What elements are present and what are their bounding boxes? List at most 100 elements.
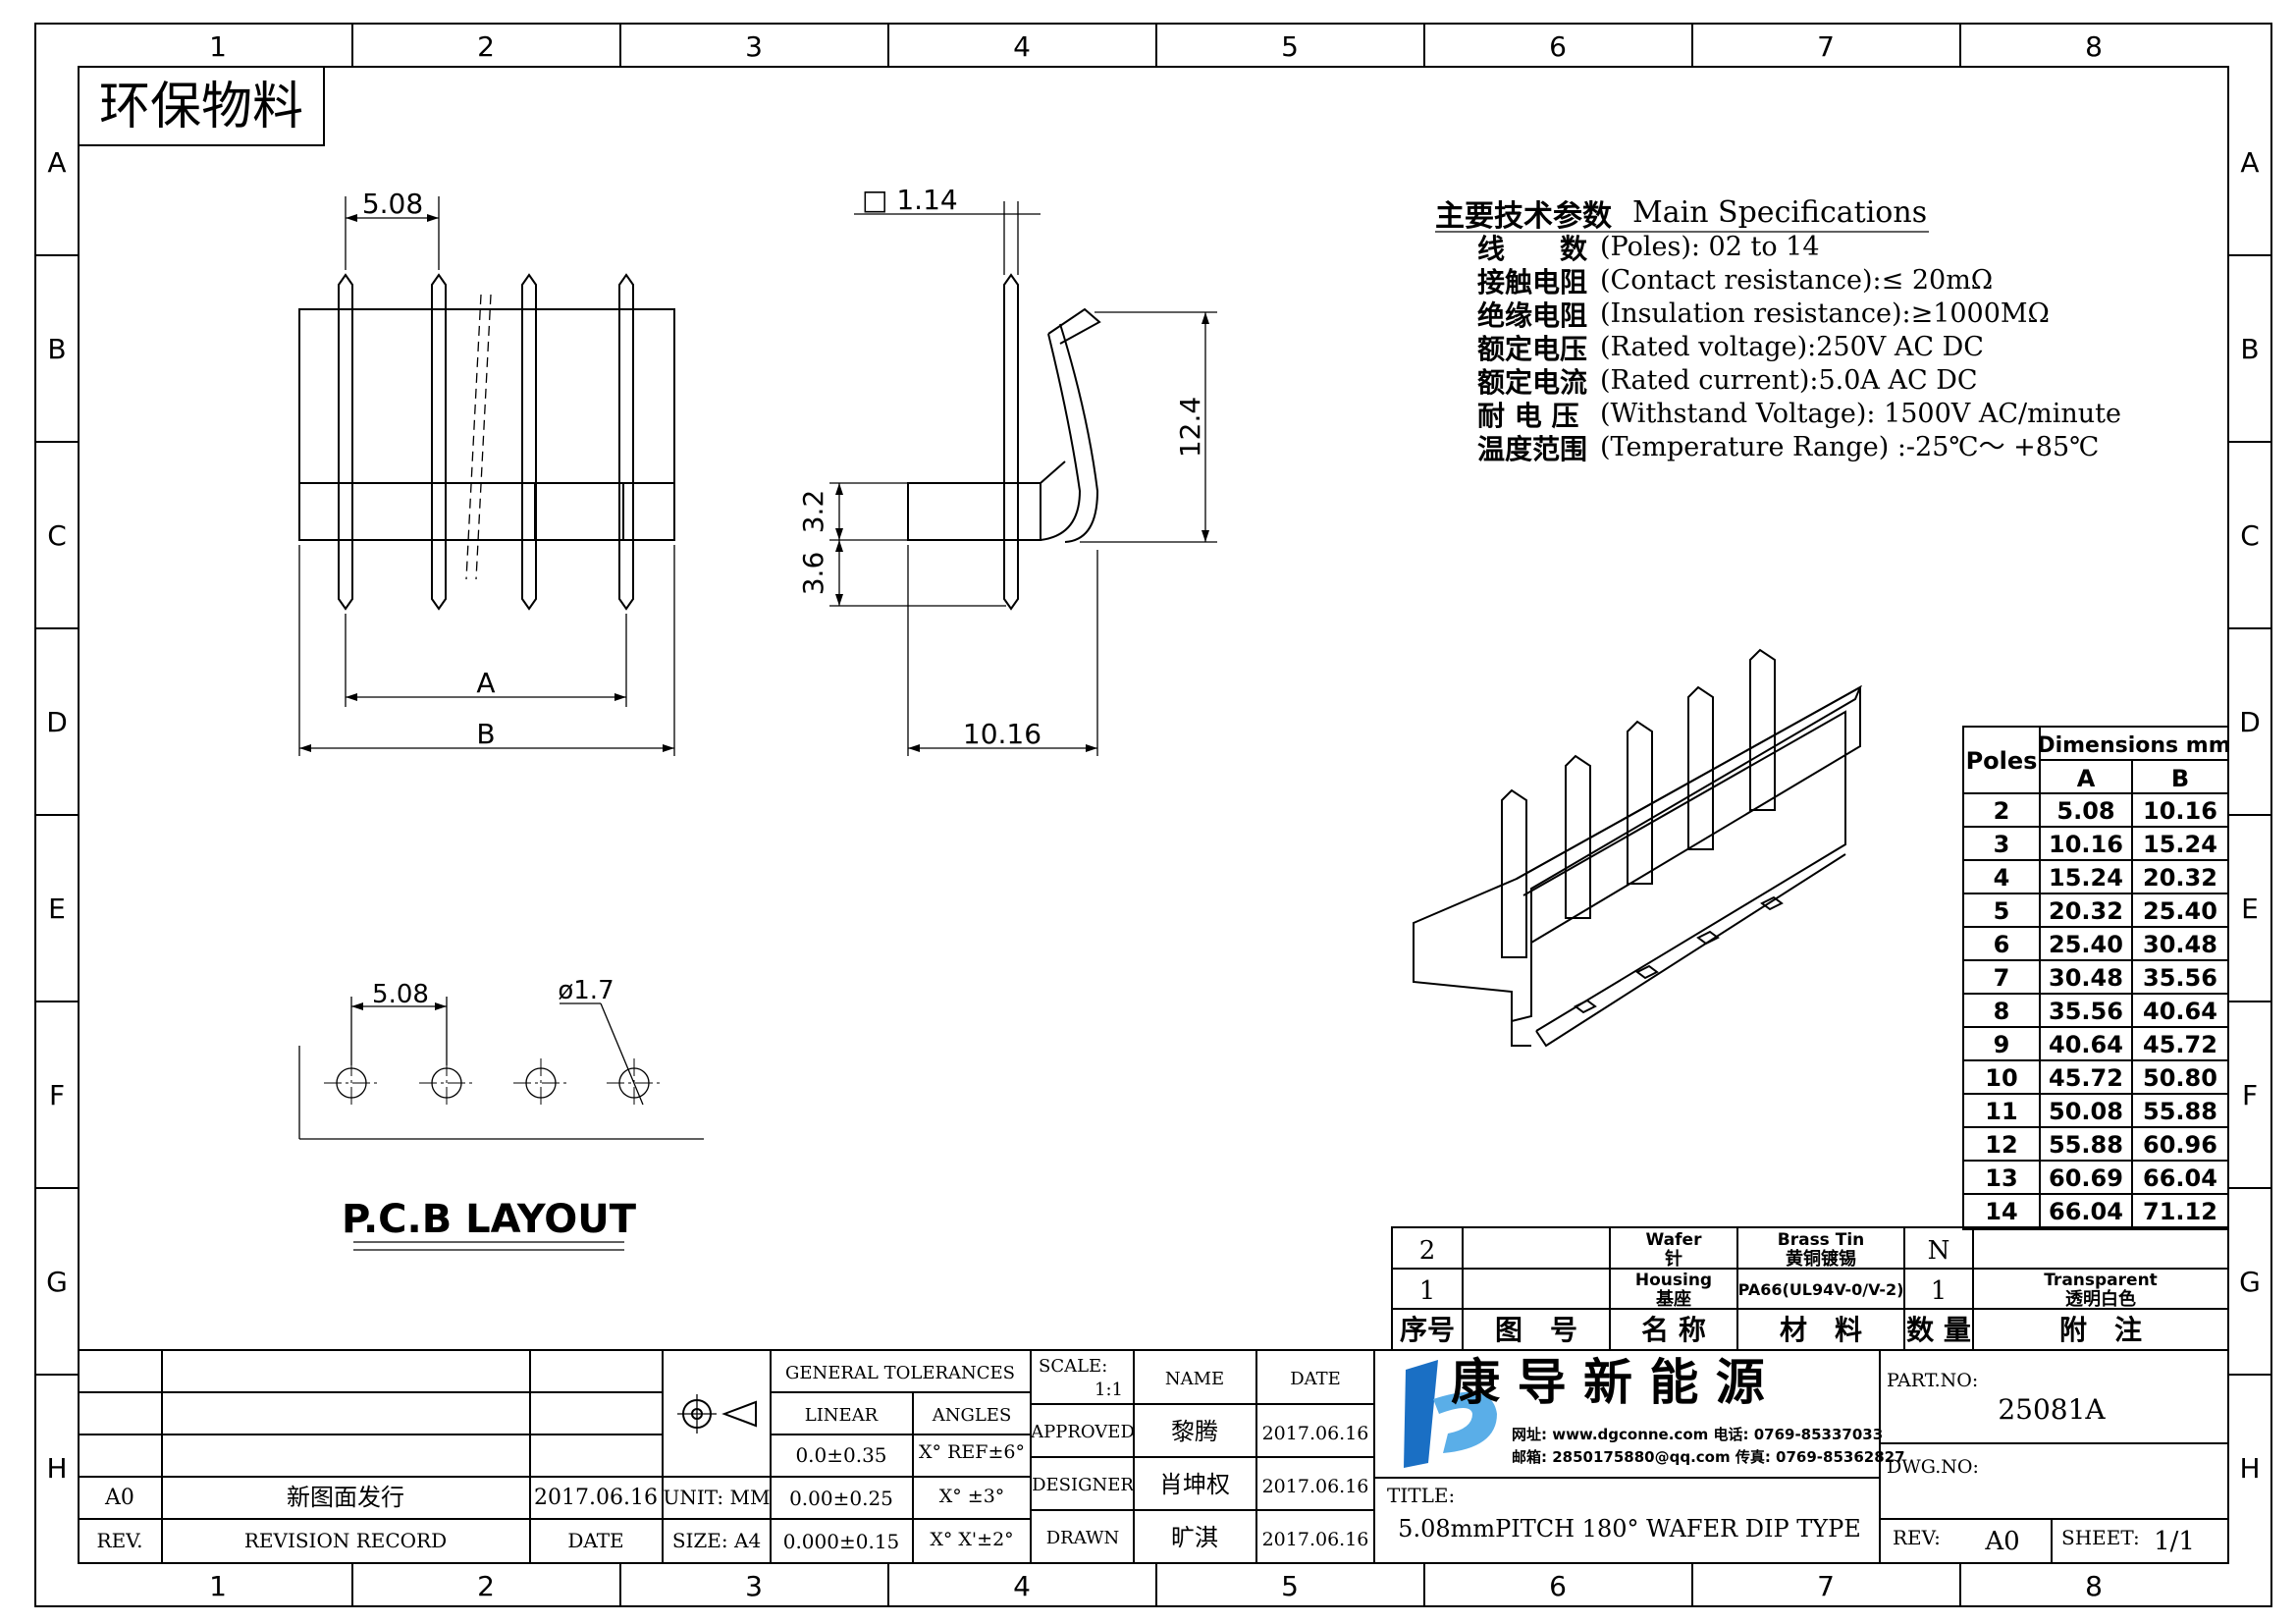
svg-text:名 称: 名 称 — [1641, 1314, 1706, 1346]
designer-label: DESIGNER — [1032, 1475, 1134, 1495]
spec-value-en: (Rated voltage):250V AC DC — [1600, 332, 1984, 362]
svg-text:数 量: 数 量 — [1906, 1314, 1971, 1346]
revision-date: 2017.06.16 — [534, 1486, 658, 1510]
dim-pitch: 5.08 — [362, 188, 423, 220]
rev-label: REV: — [1893, 1526, 1941, 1549]
date-header-2: DATE — [1290, 1369, 1341, 1389]
dim-table-a: 55.88 — [2049, 1131, 2123, 1159]
col-label-top: 2 — [477, 30, 495, 63]
dim-table-b: 60.96 — [2143, 1131, 2217, 1159]
dim-table-dims-header: Dimensions mm — [2037, 733, 2230, 758]
dim-table-a: 35.56 — [2049, 998, 2123, 1025]
row-label-left: H — [46, 1452, 67, 1485]
approved-name: 黎腾 — [1171, 1418, 1218, 1445]
dim-d2: 3.6 — [797, 552, 829, 596]
spec-rows: 线 数 (Poles): 02 to 14 接触电阻 (Contact resi… — [1477, 232, 2121, 465]
revision-record: 新图面发行 — [287, 1484, 404, 1511]
designer-date: 2017.06.16 — [1262, 1476, 1369, 1497]
dim-table-a: 50.08 — [2049, 1098, 2123, 1125]
bom-header: 序号 图 号 名 称 材 料 数 量 附 注 — [1400, 1314, 2142, 1346]
designer-name: 肖坤权 — [1159, 1471, 1230, 1498]
row-label-right: F — [2242, 1079, 2258, 1111]
dim-table-b: 35.56 — [2143, 964, 2217, 992]
angles-header: ANGLES — [932, 1405, 1012, 1426]
bom-material-en: PA66(UL94V-0/V-2) — [1738, 1280, 1904, 1299]
revision-record-header: REVISION RECORD — [244, 1529, 447, 1552]
specs-title-en: Main Specifications — [1632, 195, 1927, 230]
dim-table-b: 25.40 — [2143, 897, 2217, 925]
dim-table-a: 45.72 — [2049, 1064, 2123, 1092]
dim-table-poles: 9 — [1994, 1031, 2010, 1058]
spec-value-en: (Contact resistance):≤ 20mΩ — [1600, 265, 1993, 296]
spec-label-cn: 耐 电 压 — [1477, 400, 1579, 432]
dim-table-poles: 7 — [1994, 964, 2010, 992]
dim-table-b: 50.80 — [2143, 1064, 2217, 1092]
spec-value-en: (Temperature Range) :-25℃～ +85℃ — [1600, 432, 2099, 462]
bom-part-cn: 基座 — [1655, 1288, 1691, 1310]
sheet-value: 1/1 — [2154, 1527, 2195, 1556]
pcb-layout-title: P.C.B LAYOUT — [342, 1197, 637, 1242]
dim-table-poles: 11 — [1985, 1098, 2017, 1125]
size-label: SIZE: A4 — [672, 1529, 761, 1552]
part-no-value: 25081A — [1998, 1393, 2106, 1426]
title-block-grid — [79, 1349, 2228, 1563]
bom-part-cn: 针 — [1665, 1248, 1682, 1270]
col-label-top: 5 — [1281, 30, 1299, 63]
title-value: 5.08mmPITCH 180° WAFER DIP TYPE — [1398, 1515, 1861, 1543]
dim-d1: 3.2 — [797, 490, 829, 534]
approved-date: 2017.06.16 — [1262, 1423, 1369, 1444]
col-label-top: 1 — [209, 30, 227, 63]
rohs-label: 环保物料 — [99, 78, 303, 136]
bom-material-cn: 黄铜镀锡 — [1786, 1248, 1856, 1270]
scale-value: 1:1 — [1095, 1380, 1123, 1400]
col-label-top: 7 — [1817, 30, 1835, 63]
dim-pin-size: □ 1.14 — [862, 184, 958, 216]
row-label-left: D — [46, 706, 68, 738]
dim-table-poles: 13 — [1985, 1164, 2017, 1192]
dim-table-b: 71.12 — [2143, 1198, 2217, 1225]
dim-table-poles-header: Poles — [1966, 747, 2038, 775]
spec-value-en: (Rated current):5.0A AC DC — [1600, 365, 1978, 396]
linear-header: LINEAR — [805, 1405, 879, 1426]
svg-text:附 注: 附 注 — [2059, 1314, 2142, 1346]
dim-a: A — [476, 667, 495, 699]
col-label-bottom: 3 — [745, 1570, 763, 1602]
col-label-bottom: 8 — [2085, 1570, 2103, 1602]
spec-label-cn: 绝缘电阻 — [1477, 299, 1587, 332]
row-label-left: E — [48, 893, 66, 925]
bom-no: 1 — [1419, 1276, 1436, 1306]
unit-label: UNIT: MM — [664, 1486, 771, 1509]
row-label-left: C — [47, 519, 67, 552]
part-no-label: PART.NO: — [1887, 1370, 1978, 1391]
bom-note-en: Transparent — [2044, 1271, 2158, 1290]
pcb-layout — [298, 997, 704, 1140]
row-label-right: C — [2240, 519, 2260, 552]
row-label-right: B — [2240, 333, 2259, 365]
title-label: TITLE: — [1387, 1484, 1455, 1507]
front-view — [298, 196, 675, 756]
bom-rows: 2 Wafer 针 Brass Tin 黄铜镀锡 N 1 Housing 基座 … — [1419, 1230, 2158, 1310]
spec-value-en: (Insulation resistance):≥1000MΩ — [1600, 298, 2050, 329]
spec-label-cn: 线 数 — [1477, 233, 1588, 265]
dim-table-poles: 2 — [1994, 797, 2010, 825]
dim-table-poles: 14 — [1985, 1198, 2017, 1225]
dim-table-a: 60.69 — [2049, 1164, 2123, 1192]
dim-table-poles: 6 — [1994, 931, 2010, 958]
bom-no: 2 — [1419, 1236, 1436, 1266]
dim-table-poles: 10 — [1985, 1064, 2017, 1092]
col-label-bottom: 7 — [1817, 1570, 1835, 1602]
angle-tol: X° ±3° — [939, 1486, 1005, 1507]
col-label-top: 3 — [745, 30, 763, 63]
row-label-right: E — [2241, 893, 2259, 925]
date-header: DATE — [567, 1529, 623, 1552]
bom-qty: N — [1928, 1236, 1950, 1266]
dim-table-a: 5.08 — [2056, 797, 2114, 825]
dwg-no-label: DWG.NO: — [1887, 1456, 1979, 1478]
dim-table-poles: 12 — [1985, 1131, 2017, 1159]
spec-value-en: (Withstand Voltage): 1500V AC/minute — [1600, 399, 2121, 429]
row-dividers — [35, 254, 2271, 1376]
side-view — [829, 201, 1217, 756]
col-label-bottom: 1 — [209, 1570, 227, 1602]
dim-table-a: 25.40 — [2049, 931, 2123, 958]
